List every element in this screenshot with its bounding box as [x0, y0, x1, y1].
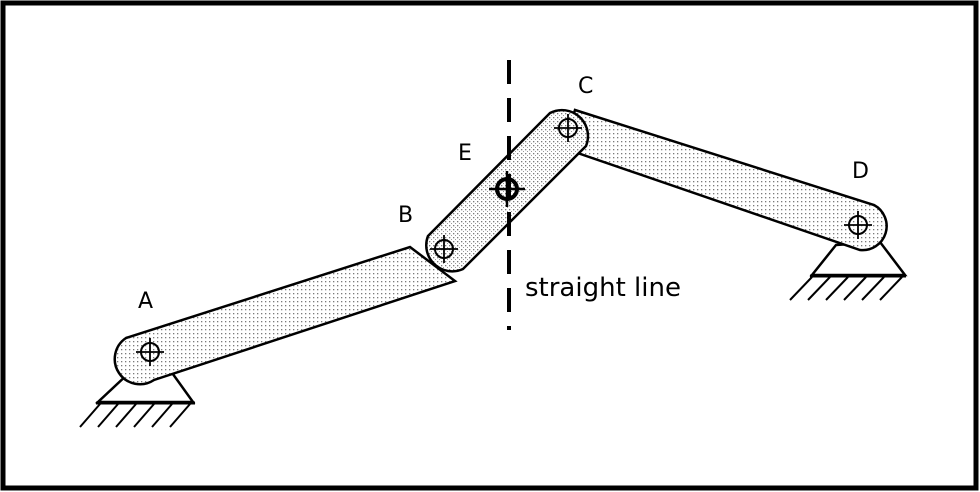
ground-support-d: [789, 240, 908, 301]
point-e-marker: [489, 171, 525, 207]
straight-line-label: straight line: [525, 273, 681, 303]
link-cd: [561, 108, 888, 252]
label-d: D: [852, 159, 869, 184]
label-b: B: [398, 203, 413, 228]
label-a: A: [138, 289, 153, 314]
pin-a: [136, 338, 164, 366]
pin-c: [554, 114, 582, 142]
label-e: E: [458, 141, 472, 166]
pin-d: [844, 211, 872, 239]
link-ab: [113, 245, 458, 386]
label-c: C: [578, 74, 593, 99]
pin-b: [430, 235, 458, 263]
